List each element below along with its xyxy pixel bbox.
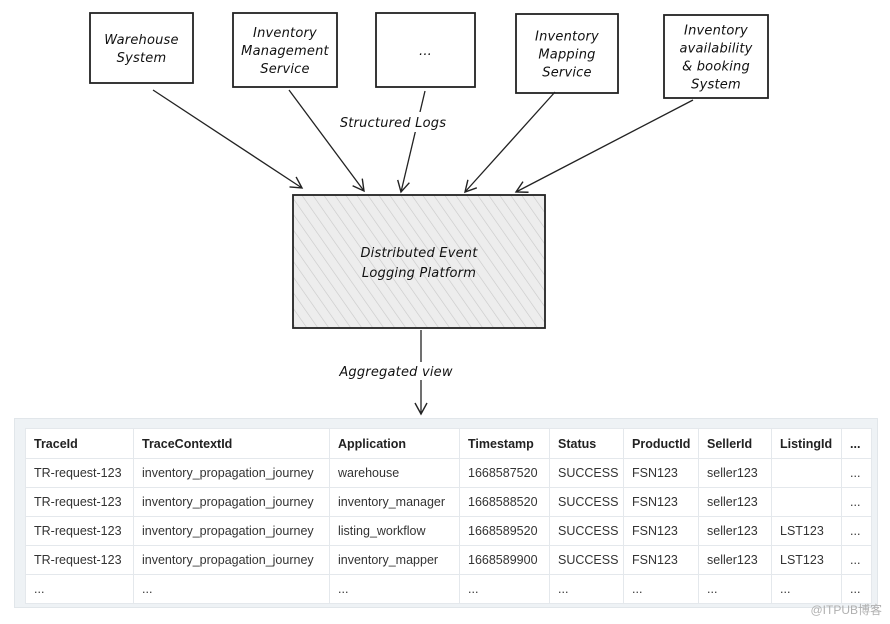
table-cell: seller123 [698,545,772,575]
table-cell: 1668589520 [459,516,550,546]
column-header: ... [841,428,872,459]
column-header: ProductId [623,428,699,459]
column-header: Timestamp [459,428,550,459]
table-cell: 1668587520 [459,458,550,488]
table-cell [771,487,842,517]
log-arrows [152,89,694,194]
table-cell: LST123 [771,545,842,575]
column-header: Application [329,428,460,459]
table-cell: ... [841,574,872,604]
table-cell: 1668589900 [459,545,550,575]
column-header: Status [549,428,624,459]
table-cell: TR-request-123 [25,545,134,575]
source-label-line: Service [260,62,309,77]
table-cell: ... [133,574,330,604]
arrow-inventory-mapping [464,91,556,194]
table-cell: seller123 [698,487,772,517]
table-cell: TR-request-123 [25,516,134,546]
column-header: SellerId [698,428,772,459]
table-cell: TR-request-123 [25,458,134,488]
arrow-warehouse [152,89,304,189]
source-label-line: Inventory [684,24,748,39]
source-label-line: Mapping [538,48,595,63]
table-cell: ... [549,574,624,604]
table-cell: SUCCESS [549,545,624,575]
table-cell [771,458,842,488]
table-cell: ... [841,545,872,575]
source-label-line: availability [679,42,752,57]
table-cell: inventory_propagation_journey [133,458,330,488]
platform-label-line: Distributed Event [360,246,478,261]
arrow-ellipsis [397,90,426,194]
source-label-line: System [691,78,741,93]
table-cell: ... [841,458,872,488]
column-header: TraceId [25,428,134,459]
table-cell: FSN123 [623,516,699,546]
table-cell: SUCCESS [549,516,624,546]
source-ellipsis: ... [375,12,476,88]
table-cell: seller123 [698,516,772,546]
source-label-line: Service [542,66,591,81]
source-label-line: System [117,51,167,66]
column-header: ListingId [771,428,842,459]
table-cell: TR-request-123 [25,487,134,517]
table-cell: inventory_propagation_journey [133,516,330,546]
column-header: TraceContextId [133,428,330,459]
edge-label-aggregated-view: Aggregated view [338,365,453,380]
table-cell: FSN123 [623,487,699,517]
watermark: @ITPUB博客 [810,603,882,617]
platform-label-line: Logging Platform [362,266,476,281]
table-row: ........................... [25,574,872,604]
source-label-line: & booking [682,60,750,75]
edge-label-structured-logs: Structured Logs [340,116,446,131]
arrow-availability-booking [514,99,694,193]
table-cell: ... [623,574,699,604]
table-cell: 1668588520 [459,487,550,517]
table-cell: FSN123 [623,545,699,575]
table-cell: SUCCESS [549,487,624,517]
source-label-line: ... [419,44,432,59]
table-cell: inventory_mapper [329,545,460,575]
table-cell: ... [459,574,550,604]
table-cell: ... [25,574,134,604]
table-cell: inventory_propagation_journey [133,545,330,575]
table-cell: listing_workflow [329,516,460,546]
table-cell: LST123 [771,516,842,546]
table-cell: FSN123 [623,458,699,488]
arrow-inventory-management [288,89,365,193]
source-label-line: Management [241,44,329,59]
table-cell: warehouse [329,458,460,488]
source-label-line: Warehouse [104,33,178,48]
table-cell: ... [841,487,872,517]
table-cell: ... [841,516,872,546]
table-cell: seller123 [698,458,772,488]
source-label-line: Inventory [253,26,317,41]
table-cell: SUCCESS [549,458,624,488]
table-cell: inventory_propagation_journey [133,487,330,517]
table-cell: inventory_manager [329,487,460,517]
source-label-line: Inventory [535,30,599,45]
table-cell: ... [698,574,772,604]
table-cell: ... [771,574,842,604]
table-cell: ... [329,574,460,604]
